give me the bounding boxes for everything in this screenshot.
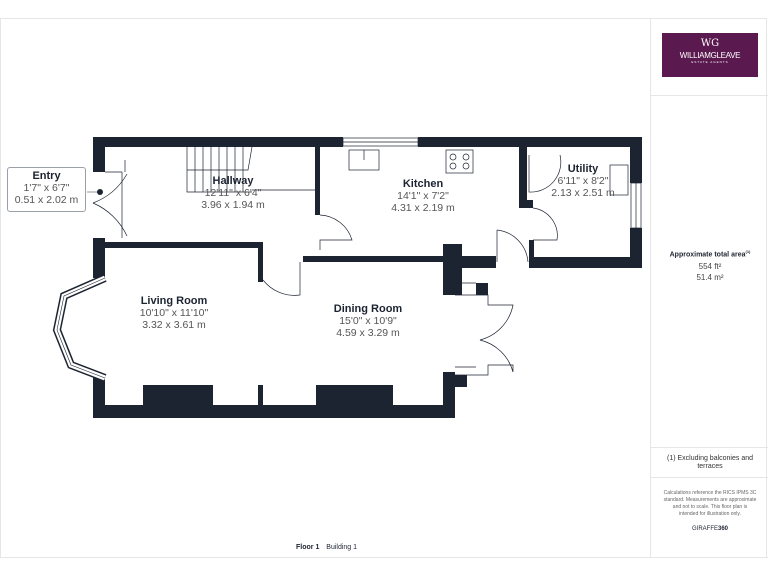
room-name: Entry: [32, 170, 61, 182]
room-name: Dining Room: [333, 303, 403, 315]
brand-logo: WG WILLIAMGLEAVE ESTATE AGENTS: [662, 33, 758, 77]
room-metric: 3.32 x 3.61 m: [142, 319, 206, 331]
area-sqft: 554 ft²: [698, 262, 722, 272]
floor-footer: Floor 1 Building 1: [296, 544, 357, 551]
room-imperial: 10'10" x 11'10": [139, 307, 209, 319]
room-metric: 4.31 x 2.19 m: [391, 202, 455, 214]
room-imperial: 1'7" x 6'7": [23, 182, 70, 194]
room-utility-label[interactable]: Utility 6'11" x 8'2" 2.13 x 2.51 m: [551, 163, 615, 199]
room-imperial: 14'1" x 7'2": [397, 190, 449, 202]
room-name: Utility: [567, 163, 599, 175]
info-panel: WG WILLIAMGLEAVE ESTATE AGENTS Approxima…: [650, 18, 768, 558]
room-living-room-label[interactable]: Living Room 10'10" x 11'10" 3.32 x 3.61 …: [140, 295, 209, 331]
disclaimer-text: Calculations reference the RICS IPMS 3C …: [663, 490, 757, 517]
room-name: Kitchen: [402, 178, 444, 190]
area-sqm: 51.4 m²: [696, 273, 724, 283]
disclaimer-section: Calculations reference the RICS IPMS 3C …: [651, 478, 768, 558]
logo-name: WILLIAMGLEAVE: [679, 51, 741, 60]
room-metric: 4.59 x 3.29 m: [336, 327, 400, 339]
walls: [93, 137, 642, 418]
building-label: Building 1: [326, 544, 358, 551]
room-name: Hallway: [212, 175, 254, 187]
room-dining-room-label[interactable]: Dining Room 15'0" x 10'9" 4.59 x 3.29 m: [334, 303, 402, 339]
room-imperial: 15'0" x 10'9": [339, 315, 397, 327]
room-name: Living Room: [140, 295, 208, 307]
room-entry-label[interactable]: Entry 1'7" x 6'7" 0.51 x 2.02 m: [7, 167, 86, 212]
area-section: Approximate total area(1) 554 ft² 51.4 m…: [651, 96, 768, 448]
room-metric: 2.13 x 2.51 m: [551, 187, 615, 199]
page-frame: [0, 18, 767, 558]
room-imperial: 12'11" x 6'4": [204, 187, 262, 199]
area-title: Approximate total area(1): [669, 249, 751, 259]
room-hallway-label[interactable]: Hallway 12'11" x 6'4" 3.96 x 1.94 m: [201, 175, 265, 211]
logo-mark: WG: [700, 38, 720, 49]
giraffe360-credit: GIRAFFE360: [691, 526, 729, 532]
room-metric: 3.96 x 1.94 m: [201, 199, 265, 211]
floor-label: Floor 1: [296, 544, 320, 551]
room-kitchen-label[interactable]: Kitchen 14'1" x 7'2" 4.31 x 2.19 m: [391, 178, 455, 214]
logo-subtext: ESTATE AGENTS: [691, 60, 729, 64]
room-metric: 0.51 x 2.02 m: [14, 194, 79, 206]
exclusion-section: (1) Excluding balconies and terraces: [651, 448, 768, 478]
room-imperial: 6'11" x 8'2": [557, 175, 609, 187]
entry-marker: [97, 189, 103, 195]
exclusion-note: (1) Excluding balconies and terraces: [667, 455, 753, 470]
logo-section: WG WILLIAMGLEAVE ESTATE AGENTS: [651, 18, 768, 96]
fixtures: [52, 137, 642, 382]
